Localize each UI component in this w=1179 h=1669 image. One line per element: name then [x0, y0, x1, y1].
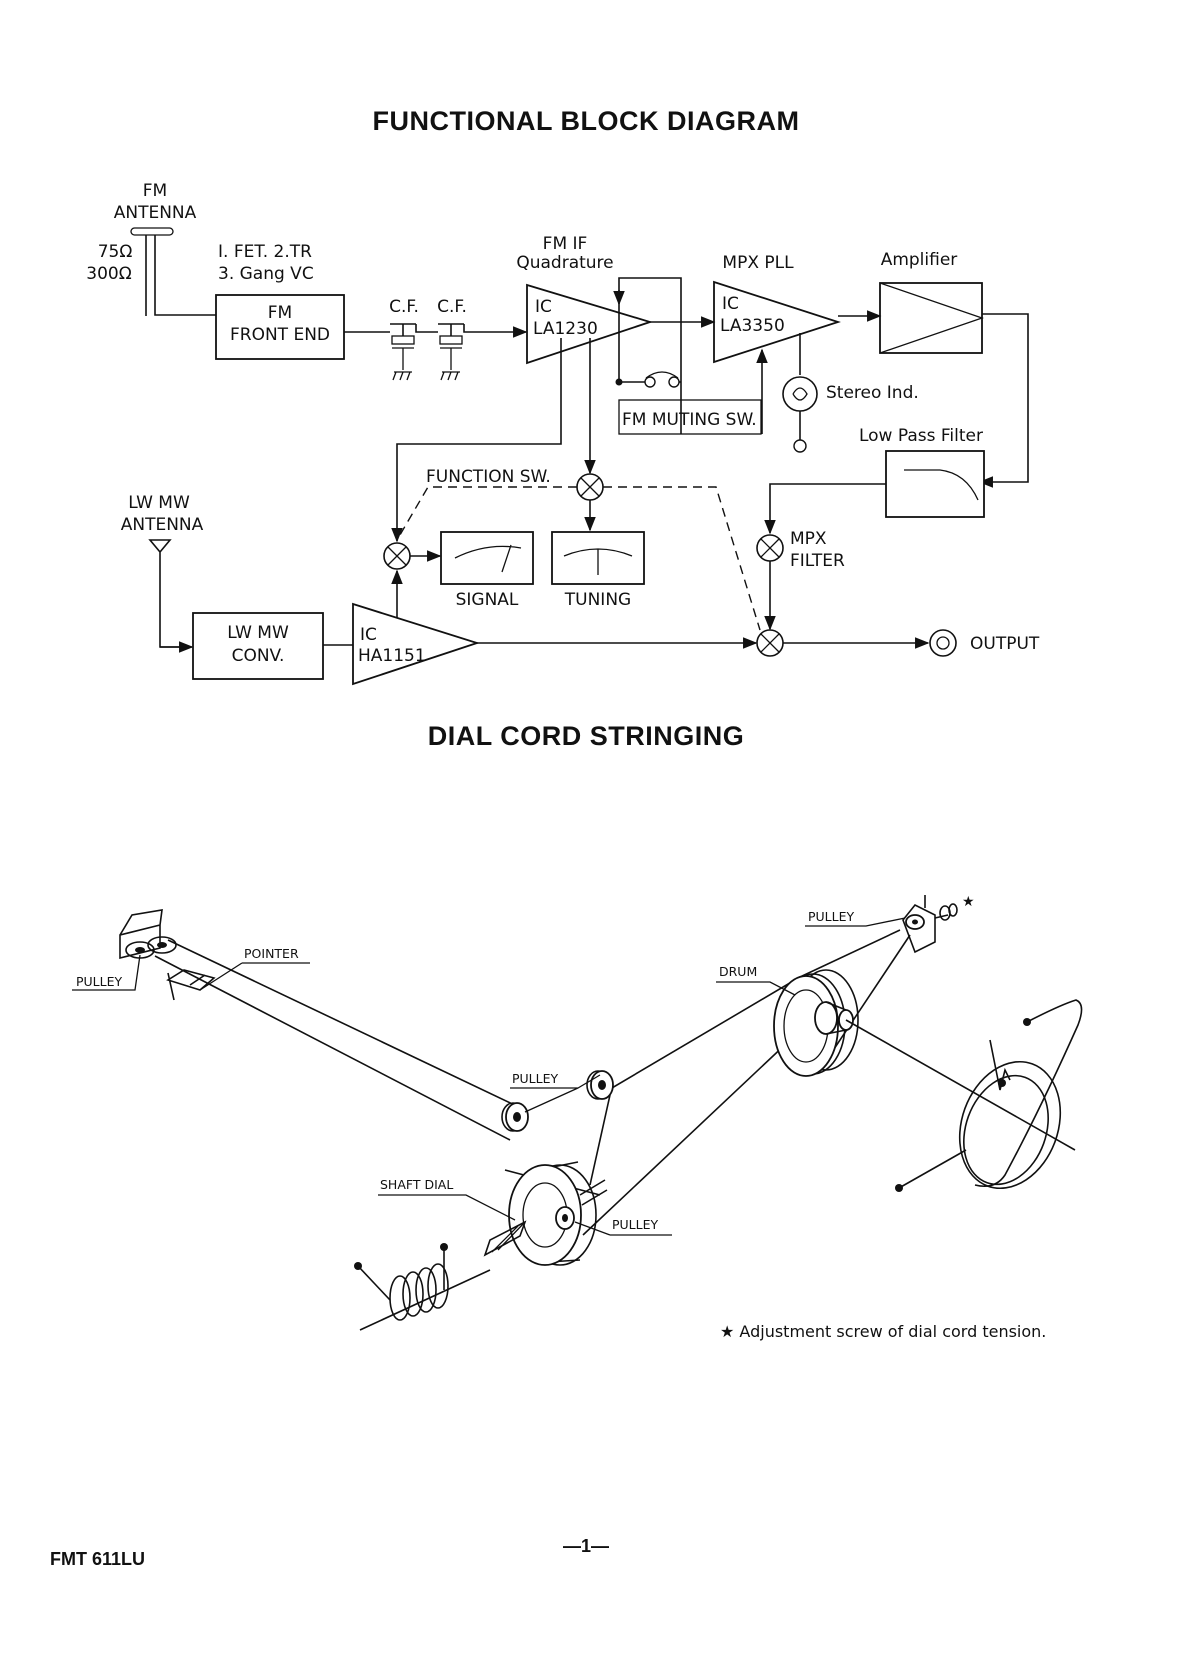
fm-antenna-label-1: FM [143, 181, 167, 201]
ic-ha1151-label-2: HA1151 [358, 646, 426, 666]
pointer-label: POINTER [244, 946, 299, 961]
tuning-meter-label: TUNING [564, 590, 631, 610]
function-sw-label: FUNCTION SW. [426, 467, 551, 487]
output-jack: OUTPUT [929, 629, 1040, 657]
ic-la3350-label-2: LA3350 [720, 316, 785, 336]
ic-la3350-label-1: IC [722, 294, 739, 314]
adjustment-note: ★ Adjustment screw of dial cord tension. [720, 1322, 1046, 1341]
pulley-top-right-label: PULLEY [808, 909, 855, 924]
low-pass-filter-block [885, 450, 985, 518]
star-mark-icon: ★ [962, 894, 975, 910]
fm-antenna-label-2: ANTENNA [114, 203, 197, 223]
amplifier-label: Amplifier [881, 250, 958, 270]
cf-label-2: C.F. [437, 297, 467, 317]
dial-cord-drawing: ★ PULLEY POINTER PULLEY DRUM PULLEY SHAF… [72, 894, 1083, 1331]
amplifier-block [879, 282, 985, 354]
pulley-bottom-label: PULLEY [612, 1217, 659, 1232]
cord-clip [895, 999, 1083, 1192]
tension-spring [354, 1243, 491, 1331]
ic-la1230-block: IC LA1230 [526, 283, 653, 365]
lw-mw-conv-block: LW MW CONV. [192, 612, 324, 680]
front-end-note-2: 3. Gang VC [218, 264, 314, 284]
fm-muting-sw-label: FM MUTING SW. [622, 410, 757, 430]
lw-mw-antenna: LW MW ANTENNA [121, 493, 204, 648]
stereo-indicator: Stereo Ind. [782, 333, 919, 453]
cf-label-1: C.F. [389, 297, 419, 317]
signal-meter-label: SIGNAL [456, 590, 519, 610]
output-switch [756, 629, 784, 657]
ic-la3350-block: IC LA3350 [713, 280, 841, 364]
ceramic-filters: C.F. C.F. [344, 297, 526, 381]
fm-antenna: FM ANTENNA 75Ω 300Ω [86, 181, 218, 316]
lw-mw-conv-label-1: LW MW [227, 623, 289, 643]
fm-if-label-1: FM IF [543, 234, 588, 254]
pointer [166, 969, 216, 1001]
pulley-middle-label: PULLEY [512, 1071, 559, 1086]
output-label: OUTPUT [970, 634, 1040, 654]
lw-mw-antenna-label-1: LW MW [128, 493, 190, 513]
middle-pulley-right [586, 1070, 614, 1100]
ic-ha1151-label-1: IC [360, 625, 377, 645]
stereo-ind-label: Stereo Ind. [826, 383, 919, 403]
lw-mw-antenna-label-2: ANTENNA [121, 515, 204, 535]
page-number: —1— [563, 1536, 609, 1556]
fm-front-end-label-2: FRONT END [230, 325, 330, 345]
mpx-filter-label-1: MPX [790, 529, 827, 549]
fm-front-end-label-1: FM [268, 303, 292, 323]
mpx-filter-label-2: FILTER [790, 551, 845, 571]
drum-label: DRUM [719, 964, 757, 979]
mpx-pll-label: MPX PLL [722, 253, 794, 273]
model-number: FMT 611LU [50, 1549, 145, 1569]
function-switch-center [576, 473, 604, 501]
left-pulley-bracket [119, 909, 177, 960]
front-end-note-1: I. FET. 2.TR [218, 242, 312, 262]
signal-meter: SIGNAL [440, 531, 534, 610]
signal-switch [383, 542, 411, 570]
fm-if-label-2: Quadrature [516, 253, 613, 273]
shaft-dial-label: SHAFT DIAL [380, 1177, 453, 1192]
ic-ha1151-block: IC HA1151 [352, 602, 480, 686]
mpx-filter-switch: MPX FILTER [756, 529, 845, 571]
right-pulley-bracket: ★ [902, 894, 975, 954]
low-pass-filter-label: Low Pass Filter [859, 426, 983, 446]
impedance-75: 75Ω [98, 242, 133, 262]
middle-pulley-left [501, 1102, 529, 1132]
dial-cord-title: DIAL CORD STRINGING [428, 721, 745, 751]
drum [773, 969, 1076, 1151]
ic-la1230-label-2: LA1230 [533, 319, 598, 339]
block-diagram-title: FUNCTIONAL BLOCK DIAGRAM [373, 106, 800, 136]
impedance-300: 300Ω [86, 264, 131, 284]
fm-front-end-block: FM FRONT END [215, 294, 345, 360]
shaft-dial [483, 1161, 608, 1266]
ic-la1230-label-1: IC [535, 297, 552, 317]
pulley-left-label: PULLEY [76, 974, 123, 989]
tuning-meter: TUNING [551, 531, 645, 610]
lw-mw-conv-label-2: CONV. [232, 646, 285, 666]
